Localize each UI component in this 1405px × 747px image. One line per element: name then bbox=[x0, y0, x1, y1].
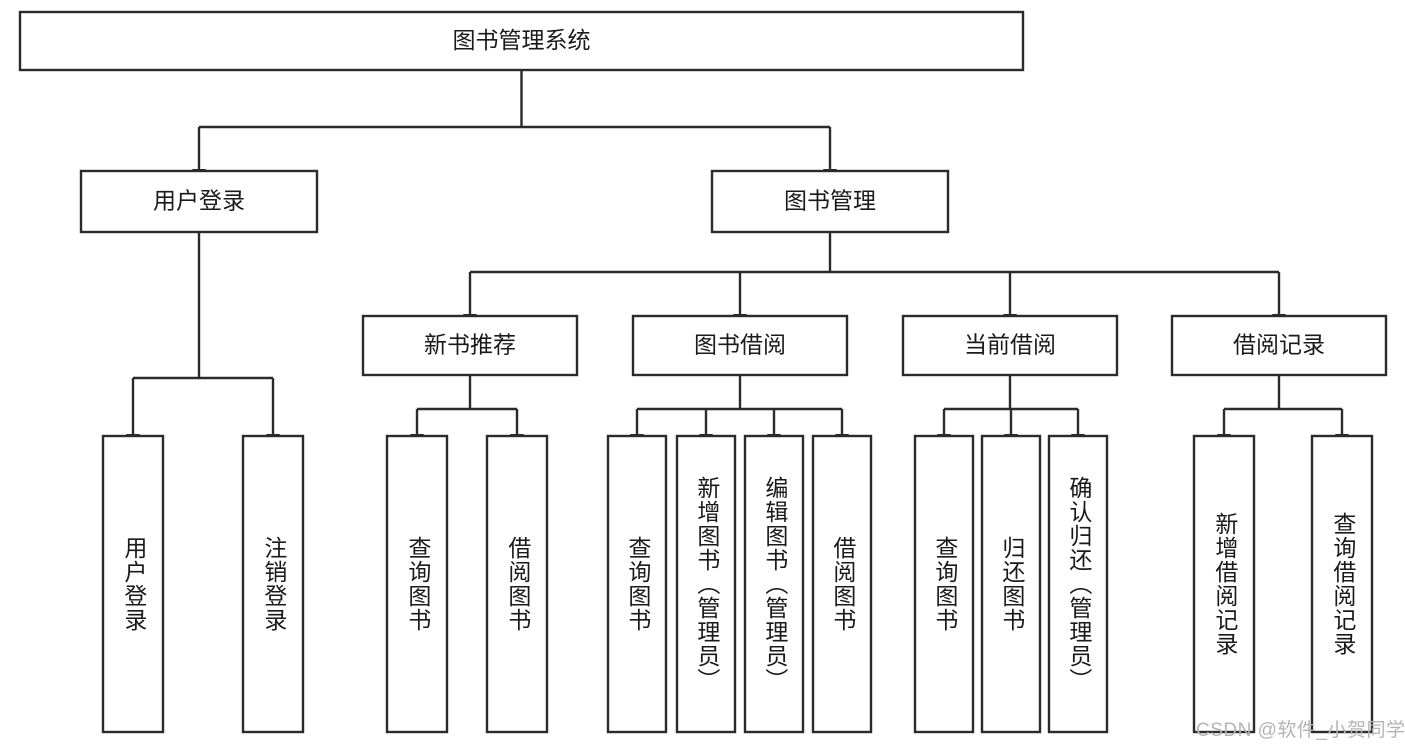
node-box-leaf-6[interactable] bbox=[743, 434, 805, 734]
root-node-label: 图书管理系统 bbox=[453, 27, 591, 53]
node-box-level2-0[interactable] bbox=[79, 169, 319, 234]
node-box-leaf-7[interactable] bbox=[811, 434, 873, 734]
node-box-level2-1[interactable] bbox=[710, 169, 950, 234]
node-box-root[interactable] bbox=[18, 10, 1025, 72]
level3-node-label-3: 借阅记录 bbox=[1233, 332, 1325, 358]
node-box-leaf-12[interactable] bbox=[1310, 434, 1374, 734]
node-boxes bbox=[18, 10, 1388, 734]
node-box-leaf-2[interactable] bbox=[385, 434, 449, 734]
level3-node-label-2: 当前借阅 bbox=[964, 332, 1056, 358]
node-box-leaf-9[interactable] bbox=[980, 434, 1042, 734]
node-box-level3-3[interactable] bbox=[1170, 314, 1388, 377]
node-box-leaf-8[interactable] bbox=[913, 434, 975, 734]
csdn-watermark: CSDN @软件_小贺同学 bbox=[1196, 720, 1405, 741]
node-box-leaf-5[interactable] bbox=[675, 434, 737, 734]
level2-node-label-0: 用户登录 bbox=[153, 188, 245, 214]
level3-node-label-1: 图书借阅 bbox=[694, 332, 786, 358]
node-box-leaf-11[interactable] bbox=[1192, 434, 1256, 734]
node-box-leaf-3[interactable] bbox=[485, 434, 549, 734]
node-box-level3-2[interactable] bbox=[901, 314, 1119, 377]
node-box-leaf-0[interactable] bbox=[101, 434, 165, 734]
node-box-leaf-1[interactable] bbox=[241, 434, 305, 734]
node-box-level3-0[interactable] bbox=[361, 314, 579, 377]
level3-node-label-0: 新书推荐 bbox=[424, 332, 516, 358]
node-box-leaf-10[interactable] bbox=[1047, 434, 1109, 734]
level2-node-label-1: 图书管理 bbox=[784, 188, 876, 214]
connector-lines bbox=[126, 70, 1349, 446]
node-box-leaf-4[interactable] bbox=[606, 434, 668, 734]
node-box-level3-1[interactable] bbox=[631, 314, 849, 377]
